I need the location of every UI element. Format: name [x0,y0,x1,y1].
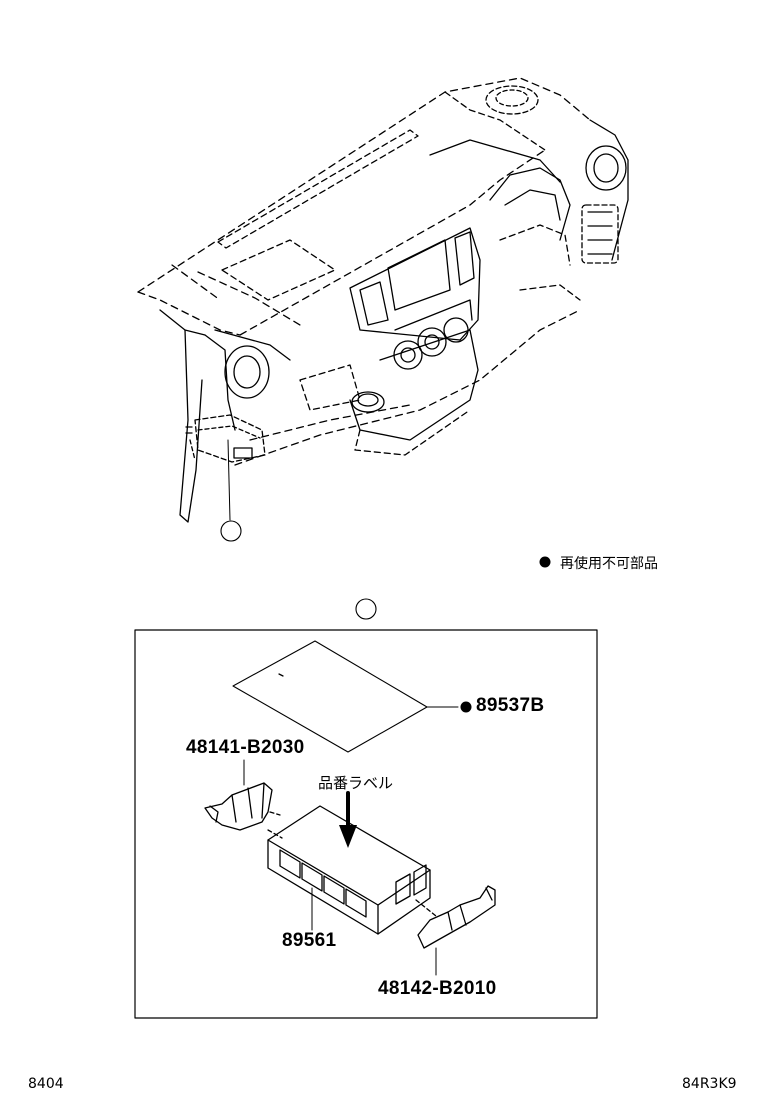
instrument-panel-drawing [137,77,629,523]
part-number-89537B: 89537B [476,695,545,716]
part-number-89561: 89561 [282,930,337,951]
label-location-text: 品番ラベル [318,774,394,792]
part-number-48142-B2010: 48142-B2010 [378,978,497,999]
callout-circle-icon [220,520,242,542]
footer-right-code: 84R3K9 [682,1076,737,1092]
filled-dot-icon [460,701,472,713]
bracket-left-drawing [204,759,281,831]
callout-circle-icon [355,598,377,620]
footer-left-code: 8404 [28,1076,64,1092]
part-number-48141-B2030: 48141-B2030 [186,737,305,758]
bracket-right-drawing [417,885,496,976]
detail-frame [134,629,598,1019]
legend-text: 再使用不可部品 [560,556,658,572]
computer-unit-drawing [267,805,437,935]
filled-dot-icon [539,556,551,568]
label-sheet-drawing [232,640,428,753]
